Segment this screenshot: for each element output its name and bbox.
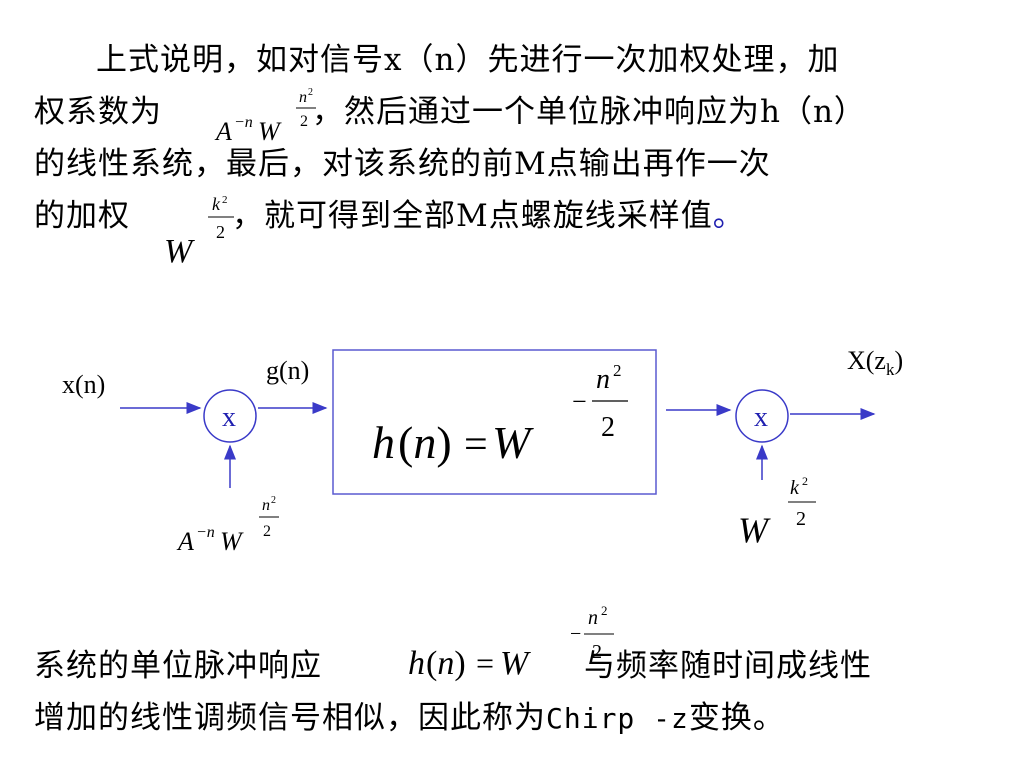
box-formula-minus: − <box>572 387 587 416</box>
box-formula-h: h <box>372 417 395 468</box>
box-formula-denominator: 2 <box>601 412 615 443</box>
formula-minus: − <box>570 623 581 645</box>
formula-exp-denominator: 2 <box>300 113 308 130</box>
formula-A: A <box>214 117 232 146</box>
formula-exp-n: n <box>299 89 307 106</box>
formula-exp-k: k <box>212 194 221 214</box>
formula-exp-n: n <box>588 607 598 629</box>
formula-equals: = <box>476 645 494 681</box>
formula-exp-denominator: 2 <box>216 222 225 242</box>
formula-neg-n: −n <box>234 114 253 131</box>
paragraph-1: 上式说明，如对信号x（n）先进行一次加权处理，加 权系数为，然后通过一个单位脉冲… <box>34 34 1014 242</box>
formula-exp-n-power: 2 <box>271 495 276 506</box>
input-label: x(n) <box>62 370 106 399</box>
formula-exp-n: n <box>262 497 270 514</box>
formula-W: W <box>500 645 531 682</box>
paragraph-1-line-3: 的线性系统，最后，对该系统的前M点输出再作一次 <box>34 146 771 182</box>
formula-W: W <box>258 117 282 146</box>
formula-exp-denominator: 2 <box>263 523 271 540</box>
paragraph-2: 系统的单位脉冲响应与频率随时间成线性 增加的线性调频信号相似，因此称为Chirp… <box>34 640 1014 745</box>
box-formula-exp-n-power: 2 <box>613 361 622 380</box>
formula-A: A <box>176 527 194 556</box>
multiplier-2-symbol: x <box>754 402 768 433</box>
formula-exp-k-power: 2 <box>222 194 228 206</box>
box-formula-W: W <box>492 417 534 468</box>
weight-formula-2: W k 2 2 <box>164 194 234 268</box>
paragraph-2-line-1: 系统的单位脉冲响应与频率随时间成线性 <box>34 648 872 684</box>
paragraph-1-line-1: 上式说明，如对信号x（n）先进行一次加权处理，加 <box>96 42 840 78</box>
formula-neg-n: −n <box>196 524 215 541</box>
multiplier-2 <box>735 389 789 443</box>
weight-2-formula: W k 2 2 <box>738 474 816 550</box>
system-box <box>332 349 657 495</box>
box-formula-paren: (n) <box>398 417 452 468</box>
box-formula-equals: = <box>464 422 488 468</box>
paragraph-2-line-2: 增加的线性调频信号相似，因此称为Chirp -z变换。 <box>34 700 785 736</box>
multiplier-1-symbol: x <box>222 402 236 433</box>
multiplier-1 <box>203 389 257 443</box>
weight-1-formula: A −n W n 2 2 <box>176 495 279 556</box>
formula-paren: (n) <box>426 645 466 682</box>
formula-exp-k: k <box>790 477 800 499</box>
g-label: g(n) <box>266 356 310 385</box>
impulse-response-formula: h (n) = W − n 2 2 <box>408 603 614 682</box>
formula-W: W <box>164 233 195 268</box>
chirp-z-block-diagram: x h (n) = W − n 2 2 x <box>120 349 876 495</box>
formula-exp-n-power: 2 <box>308 87 313 98</box>
box-formula-exp-n: n <box>596 364 610 395</box>
paragraph-1-line-4: 的加权，就可得到全部M点螺旋线采样值。 <box>34 198 745 234</box>
weight-formula-1: A −n W n 2 2 <box>214 87 316 146</box>
formula-W: W <box>738 510 771 550</box>
formula-exp-denominator: 2 <box>592 641 602 663</box>
formula-exp-k-power: 2 <box>802 474 808 488</box>
formula-exp-denominator: 2 <box>796 508 806 530</box>
output-label: X(zk) <box>847 346 904 380</box>
formula-W: W <box>220 527 244 556</box>
paragraph-1-line-2: 权系数为，然后通过一个单位脉冲响应为h（n） <box>34 94 866 130</box>
formula-h: h <box>408 645 425 682</box>
formula-exp-n-power: 2 <box>601 603 608 618</box>
